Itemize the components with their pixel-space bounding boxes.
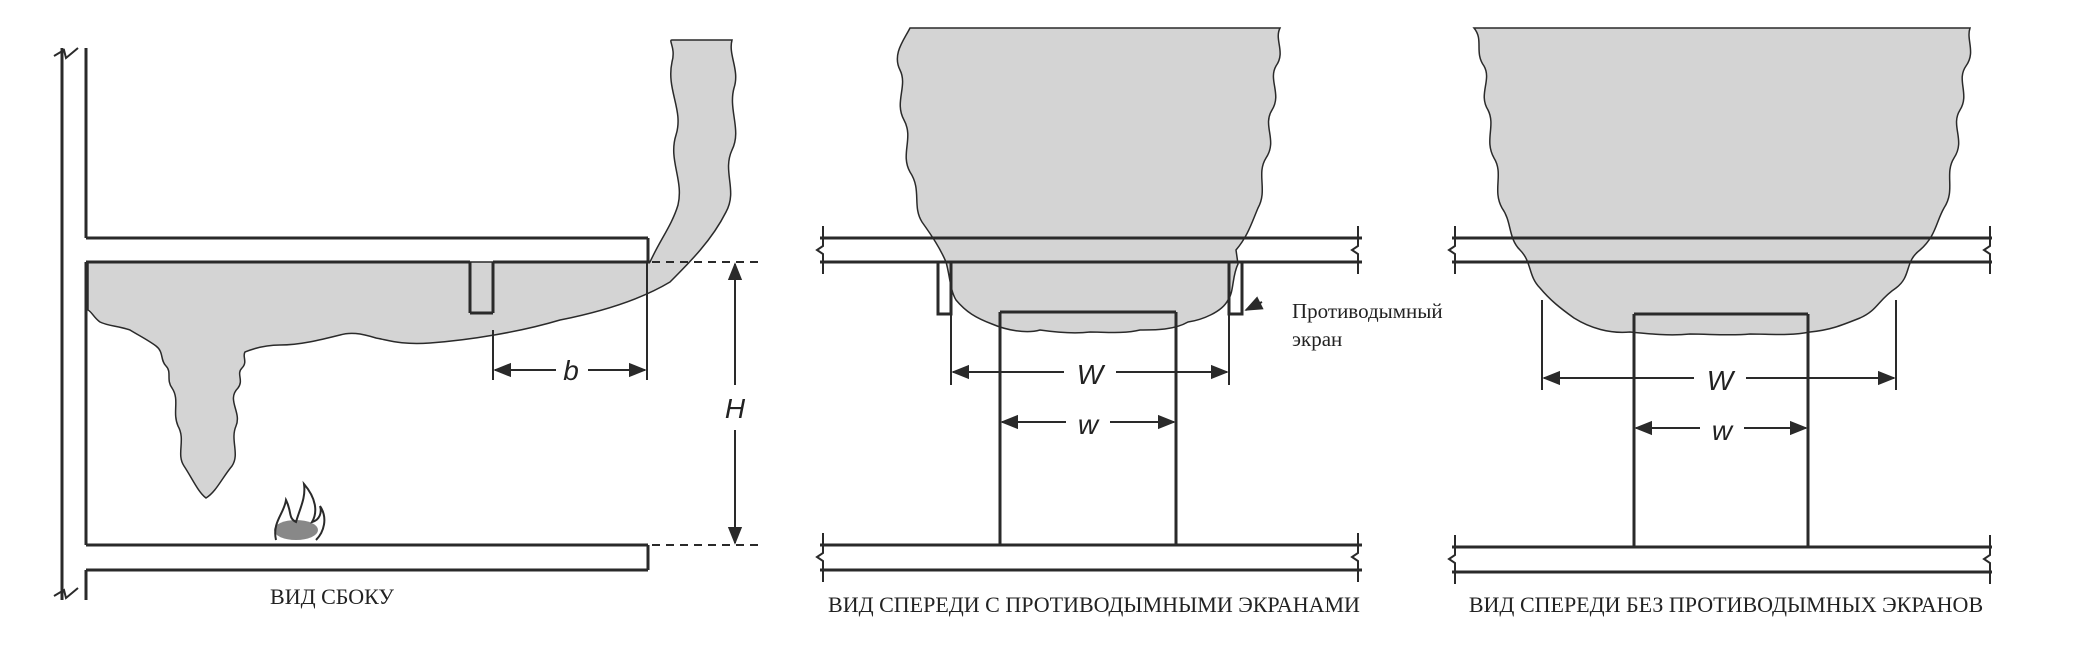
front2-structure [820, 236, 1362, 572]
front2-breaks [815, 226, 1359, 582]
front-with-screens-panel: W w Противодымный экран ВИД СПЕРЕДИ С ПР… [815, 27, 1443, 617]
front3-dimensions [1541, 300, 1897, 436]
front2-W-label: W [1077, 359, 1106, 390]
front2-dimension-W [950, 314, 1230, 430]
front3-w-label: w [1712, 415, 1734, 446]
side-break-bottom [53, 587, 79, 600]
side-view-panel: b H ВИД СБОКУ [53, 39, 760, 609]
front2-smoke [896, 27, 1282, 334]
screen-callout-line2: экран [1292, 327, 1342, 351]
dimension-b [492, 262, 648, 380]
side-smoke-layer [87, 39, 737, 499]
front-without-screens-caption: ВИД СПЕРЕДИ БЕЗ ПРОТИВОДЫМНЫХ ЭКРАНОВ [1469, 592, 1983, 617]
fire-icon [274, 480, 326, 541]
front3-W-label: W [1707, 365, 1736, 396]
front-without-screens-panel: W w ВИД СПЕРЕДИ БЕЗ ПРОТИВОДЫМНЫХ ЭКРАНО… [1447, 27, 1992, 617]
front-with-screens-caption: ВИД СПЕРЕДИ С ПРОТИВОДЫМНЫМИ ЭКРАНАМИ [828, 592, 1360, 617]
side-break-top [53, 47, 79, 60]
dimension-H [652, 261, 760, 546]
front2-w-label: w [1078, 409, 1100, 440]
side-structure [60, 48, 650, 600]
dim-b-label: b [563, 355, 579, 386]
screen-callout-arrow [1244, 296, 1264, 311]
front3-breaks [1447, 226, 1991, 584]
front3-structure [1452, 236, 1992, 574]
side-view-caption: ВИД СБОКУ [270, 584, 394, 609]
screen-callout-line1: Противодымный [1292, 299, 1443, 323]
front3-smoke [1472, 27, 1972, 336]
dim-H-label: H [725, 393, 746, 424]
